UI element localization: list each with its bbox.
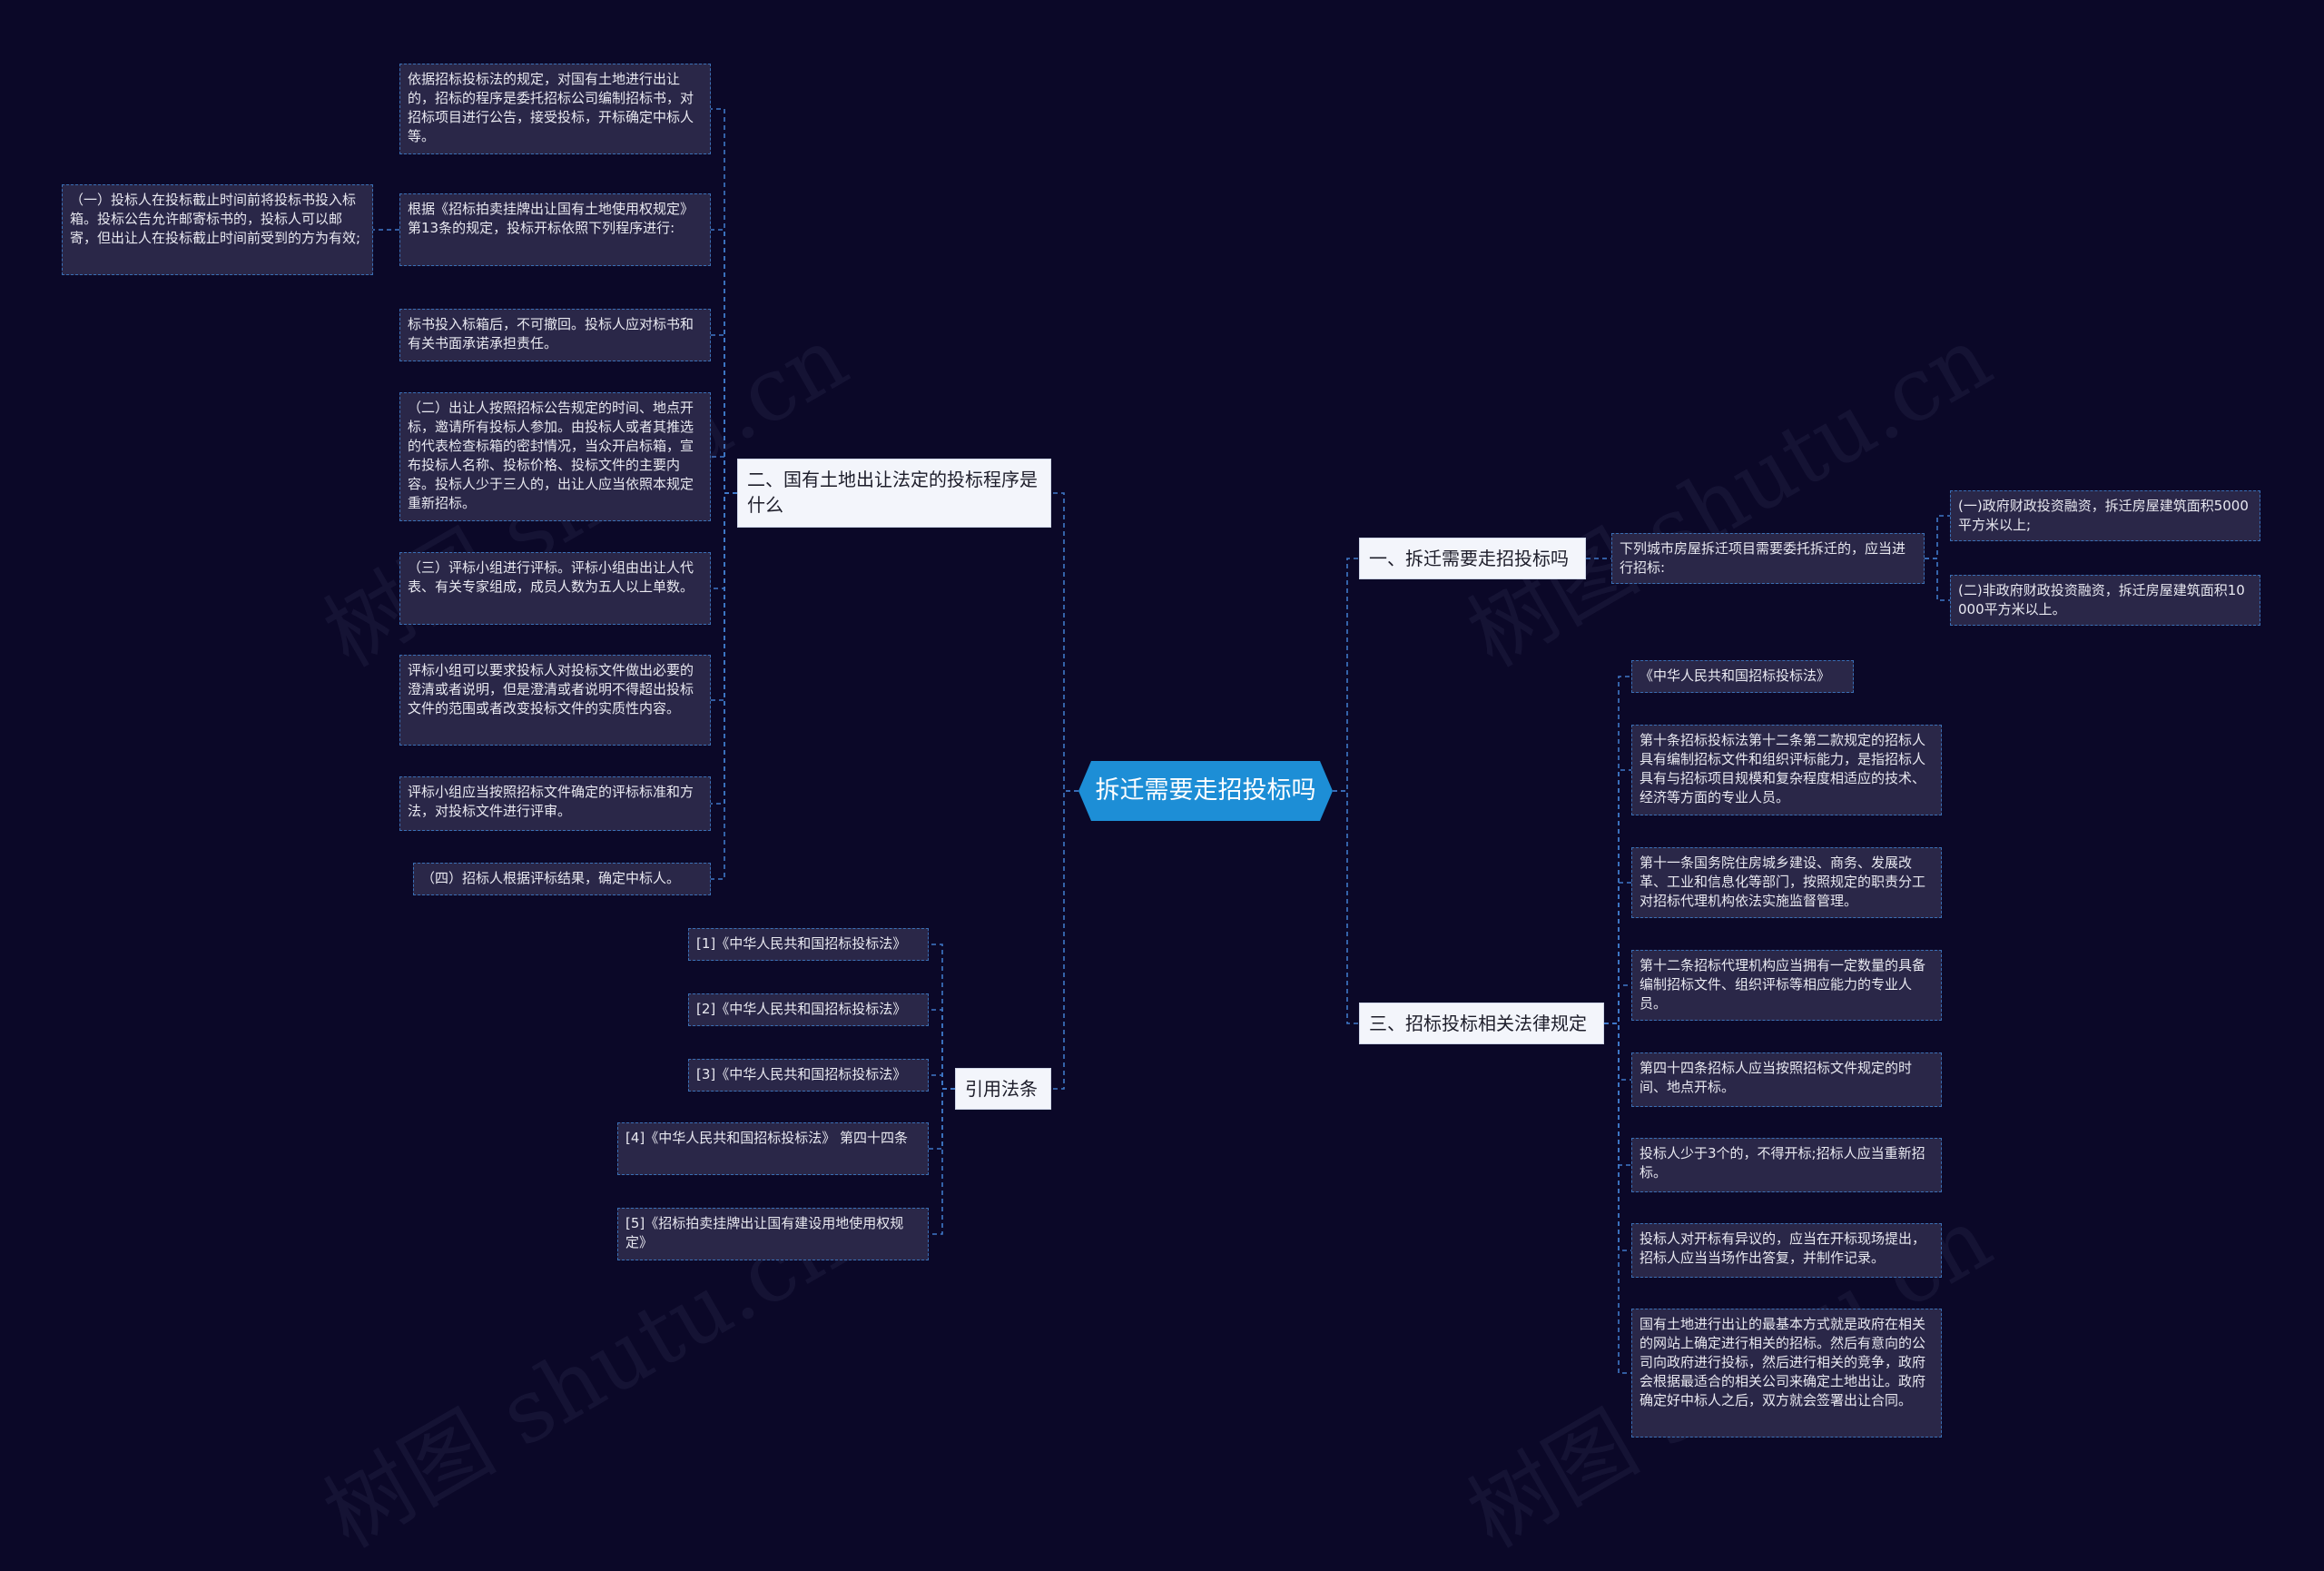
connector-lines <box>373 108 1950 1374</box>
leaf-article-11[interactable]: 第十一条国务院住房城乡建设、商务、发展改革、工业和信息化等部门，按照规定的职责分… <box>1631 847 1942 918</box>
connector <box>1925 515 1950 559</box>
leaf-land-transfer-summary[interactable]: 国有土地进行出让的最基本方式就是政府在相关的网站上确定进行相关的招标。然后有意向… <box>1631 1309 1942 1438</box>
leaf-text: 国有土地进行出让的最基本方式就是政府在相关的网站上确定进行相关的招标。然后有意向… <box>1640 1316 1926 1408</box>
leaf-text: 第十二条招标代理机构应当拥有一定数量的具备编制招标文件、组织评标等相应能力的专业… <box>1640 957 1926 1012</box>
connector <box>711 492 737 880</box>
leaf-step-three[interactable]: （三）评标小组进行评标。评标小组由出让人代表、有关专家组成，成员人数为五人以上单… <box>399 552 711 625</box>
connector <box>929 1009 955 1090</box>
branch-label: 引用法条 <box>965 1078 1038 1100</box>
connector <box>1604 676 1631 1024</box>
branch-label: 二、国有土地出让法定的投标程序是什么 <box>747 469 1038 516</box>
leaf-text: （四）招标人根据评标结果，确定中标人。 <box>421 870 681 886</box>
citation-5[interactable]: [5]《招标拍卖挂牌出让国有建设用地使用权规定》 <box>617 1208 929 1260</box>
connector <box>1604 1023 1631 1166</box>
leaf-text: [1]《中华人民共和国招标投标法》 <box>696 935 907 952</box>
leaf-text: 第四十四条招标人应当按照招标文件规定的时间、地点开标。 <box>1640 1060 1913 1095</box>
leaf-evaluation-criteria[interactable]: 评标小组应当按照招标文件确定的评标标准和方法，对投标文件进行评审。 <box>399 776 711 831</box>
leaf-government-investment[interactable]: (一)政府财政投资融资，拆迁房屋建筑面积5000平方米以上; <box>1950 490 2260 541</box>
leaf-article-12[interactable]: 第十二条招标代理机构应当拥有一定数量的具备编制招标文件、组织评标等相应能力的专业… <box>1631 950 1942 1021</box>
connector <box>1051 492 1078 792</box>
leaf-text: （二）出让人按照招标公告规定的时间、地点开标，邀请所有投标人参加。由投标人或者其… <box>408 400 694 511</box>
citation-3[interactable]: [3]《中华人民共和国招标投标法》 <box>688 1059 929 1092</box>
leaf-text: [2]《中华人民共和国招标投标法》 <box>696 1001 907 1017</box>
branch-label: 三、招标投标相关法律规定 <box>1369 1013 1587 1034</box>
leaf-text: 评标小组应当按照招标文件确定的评标标准和方法，对投标文件进行评审。 <box>408 784 694 819</box>
leaf-text: 《中华人民共和国招标投标法》 <box>1640 667 1831 684</box>
connector <box>1925 558 1950 601</box>
leaf-text: (一)政府财政投资融资，拆迁房屋建筑面积5000平方米以上; <box>1958 498 2249 533</box>
leaf-step-one[interactable]: （一）投标人在投标截止时间前将投标书投入标箱。投标公告允许邮寄标书的，投标人可以… <box>62 184 373 275</box>
root-topic-label: 拆迁需要走招投标吗 <box>1095 776 1316 805</box>
root-topic[interactable]: 拆迁需要走招投标吗 <box>1078 761 1333 821</box>
connector <box>1333 558 1359 792</box>
leaf-no-withdrawal[interactable]: 标书投入标箱后，不可撤回。投标人应对标书和有关书面承诺承担责任。 <box>399 309 711 361</box>
connector <box>1604 1023 1631 1081</box>
leaf-text: 评标小组可以要求投标人对投标文件做出必要的澄清或者说明，但是澄清或者说明不得超出… <box>408 662 694 716</box>
leaf-text: 投标人少于3个的，不得开标;招标人应当重新招标。 <box>1640 1145 1925 1181</box>
connector <box>1333 790 1359 1024</box>
connector <box>711 456 737 494</box>
leaf-text: （一）投标人在投标截止时间前将投标书投入标箱。投标公告允许邮寄标书的，投标人可以… <box>70 192 361 246</box>
branch-cited-laws[interactable]: 引用法条 <box>955 1068 1051 1110</box>
citation-1[interactable]: [1]《中华人民共和国招标投标法》 <box>688 928 929 961</box>
connector <box>929 1074 955 1090</box>
leaf-article-10[interactable]: 第十条招标投标法第十二条第二款规定的招标人具有编制招标文件和组织评标能力，是指招… <box>1631 725 1942 815</box>
leaf-procedure-overview[interactable]: 依据招标投标法的规定，对国有土地进行出让的，招标的程序是委托招标公司编制招标书，… <box>399 64 711 154</box>
leaf-few-bidders[interactable]: 投标人少于3个的，不得开标;招标人应当重新招标。 <box>1631 1138 1942 1192</box>
leaf-article-44[interactable]: 第四十四条招标人应当按照招标文件规定的时间、地点开标。 <box>1631 1052 1942 1107</box>
leaf-text: 标书投入标箱后，不可撤回。投标人应对标书和有关书面承诺承担责任。 <box>408 316 694 351</box>
connector <box>929 1088 955 1235</box>
leaf-law-title[interactable]: 《中华人民共和国招标投标法》 <box>1631 660 1854 693</box>
leaf-text: （三）评标小组进行评标。评标小组由出让人代表、有关专家组成，成员人数为五人以上单… <box>408 559 694 595</box>
leaf-non-government-investment[interactable]: (二)非政府财政投资融资，拆迁房屋建筑面积10000平方米以上。 <box>1950 575 2260 626</box>
leaf-clarification[interactable]: 评标小组可以要求投标人对投标文件做出必要的澄清或者说明，但是澄清或者说明不得超出… <box>399 655 711 746</box>
leaf-text: 下列城市房屋拆迁项目需要委托拆迁的，应当进行招标: <box>1620 540 1906 576</box>
branch-bidding-laws[interactable]: 三、招标投标相关法律规定 <box>1359 1003 1604 1044</box>
leaf-regulation-article-13[interactable]: 根据《招标拍卖挂牌出让国有土地使用权规定》第13条的规定，投标开标依照下列程序进… <box>399 193 711 266</box>
leaf-text: [3]《中华人民共和国招标投标法》 <box>696 1066 907 1082</box>
leaf-text: (二)非政府财政投资融资，拆迁房屋建筑面积10000平方米以上。 <box>1958 582 2245 618</box>
connector <box>1051 790 1078 1090</box>
leaf-text: [5]《招标拍卖挂牌出让国有建设用地使用权规定》 <box>625 1215 904 1250</box>
connector <box>1604 882 1631 1024</box>
leaf-text: 第十一条国务院住房城乡建设、商务、发展改革、工业和信息化等部门，按照规定的职责分… <box>1640 855 1926 909</box>
leaf-text: 投标人对开标有异议的，应当在开标现场提出，招标人应当当场作出答复，并制作记录。 <box>1640 1230 1926 1266</box>
leaf-objection[interactable]: 投标人对开标有异议的，应当在开标现场提出，招标人应当当场作出答复，并制作记录。 <box>1631 1223 1942 1278</box>
leaf-text: 第十条招标投标法第十二条第二款规定的招标人具有编制招标文件和组织评标能力，是指招… <box>1640 732 1926 805</box>
connector <box>1604 984 1631 1024</box>
leaf-step-four[interactable]: （四）招标人根据评标结果，确定中标人。 <box>413 863 711 895</box>
connector <box>1604 1023 1631 1374</box>
branch-bidding-procedure[interactable]: 二、国有土地出让法定的投标程序是什么 <box>737 459 1051 528</box>
leaf-text: 根据《招标拍卖挂牌出让国有土地使用权规定》第13条的规定，投标开标依照下列程序进… <box>408 201 694 236</box>
leaf-step-two[interactable]: （二）出让人按照招标公告规定的时间、地点开标，邀请所有投标人参加。由投标人或者其… <box>399 392 711 521</box>
connector <box>711 334 737 494</box>
citation-4[interactable]: [4]《中华人民共和国招标投标法》 第四十四条 <box>617 1122 929 1175</box>
connector <box>1604 1023 1631 1251</box>
branch-need-bidding[interactable]: 一、拆迁需要走招投标吗 <box>1359 538 1586 579</box>
branch-label: 一、拆迁需要走招投标吗 <box>1369 548 1569 569</box>
citation-2[interactable]: [2]《中华人民共和国招标投标法》 <box>688 993 929 1026</box>
leaf-bidding-intro[interactable]: 下列城市房屋拆迁项目需要委托拆迁的，应当进行招标: <box>1611 533 1925 584</box>
mindmap-canvas: 树图 shutu.cn 树图 shutu.cn 树图 shutu.cn 树图 s… <box>62 64 2260 1567</box>
leaf-text: 依据招标投标法的规定，对国有土地进行出让的，招标的程序是委托招标公司编制招标书，… <box>408 71 694 144</box>
leaf-text: [4]《中华人民共和国招标投标法》 第四十四条 <box>625 1130 909 1146</box>
